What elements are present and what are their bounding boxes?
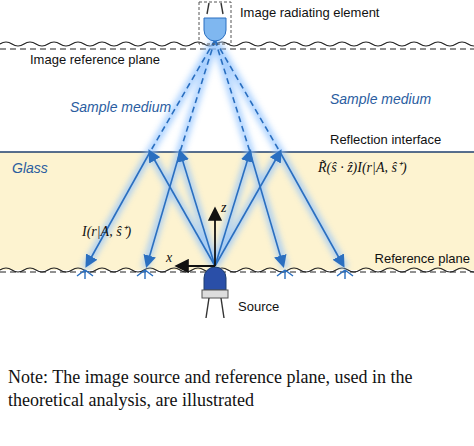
medium-label: Sample medium: [330, 92, 431, 107]
axis-label: z: [221, 200, 226, 215]
source-label: Source: [238, 300, 279, 314]
medium-label: Sample medium: [70, 100, 171, 115]
intensity-label: I(r|A, ŝ⁺): [82, 224, 131, 239]
material-name: Glass: [12, 160, 48, 176]
plane-label: Image reference plane: [30, 53, 160, 67]
element-label: Image radiating element: [240, 6, 379, 20]
formula-label: R̃(ŝ · ẑ)I(r|A, ŝ⁺): [318, 160, 407, 175]
axis-label: x: [166, 250, 172, 265]
plane-label: Reference plane: [375, 252, 470, 266]
note-caption: Note: The image source and reference pla…: [8, 366, 448, 411]
interface-label: Reflection interface: [330, 133, 441, 147]
